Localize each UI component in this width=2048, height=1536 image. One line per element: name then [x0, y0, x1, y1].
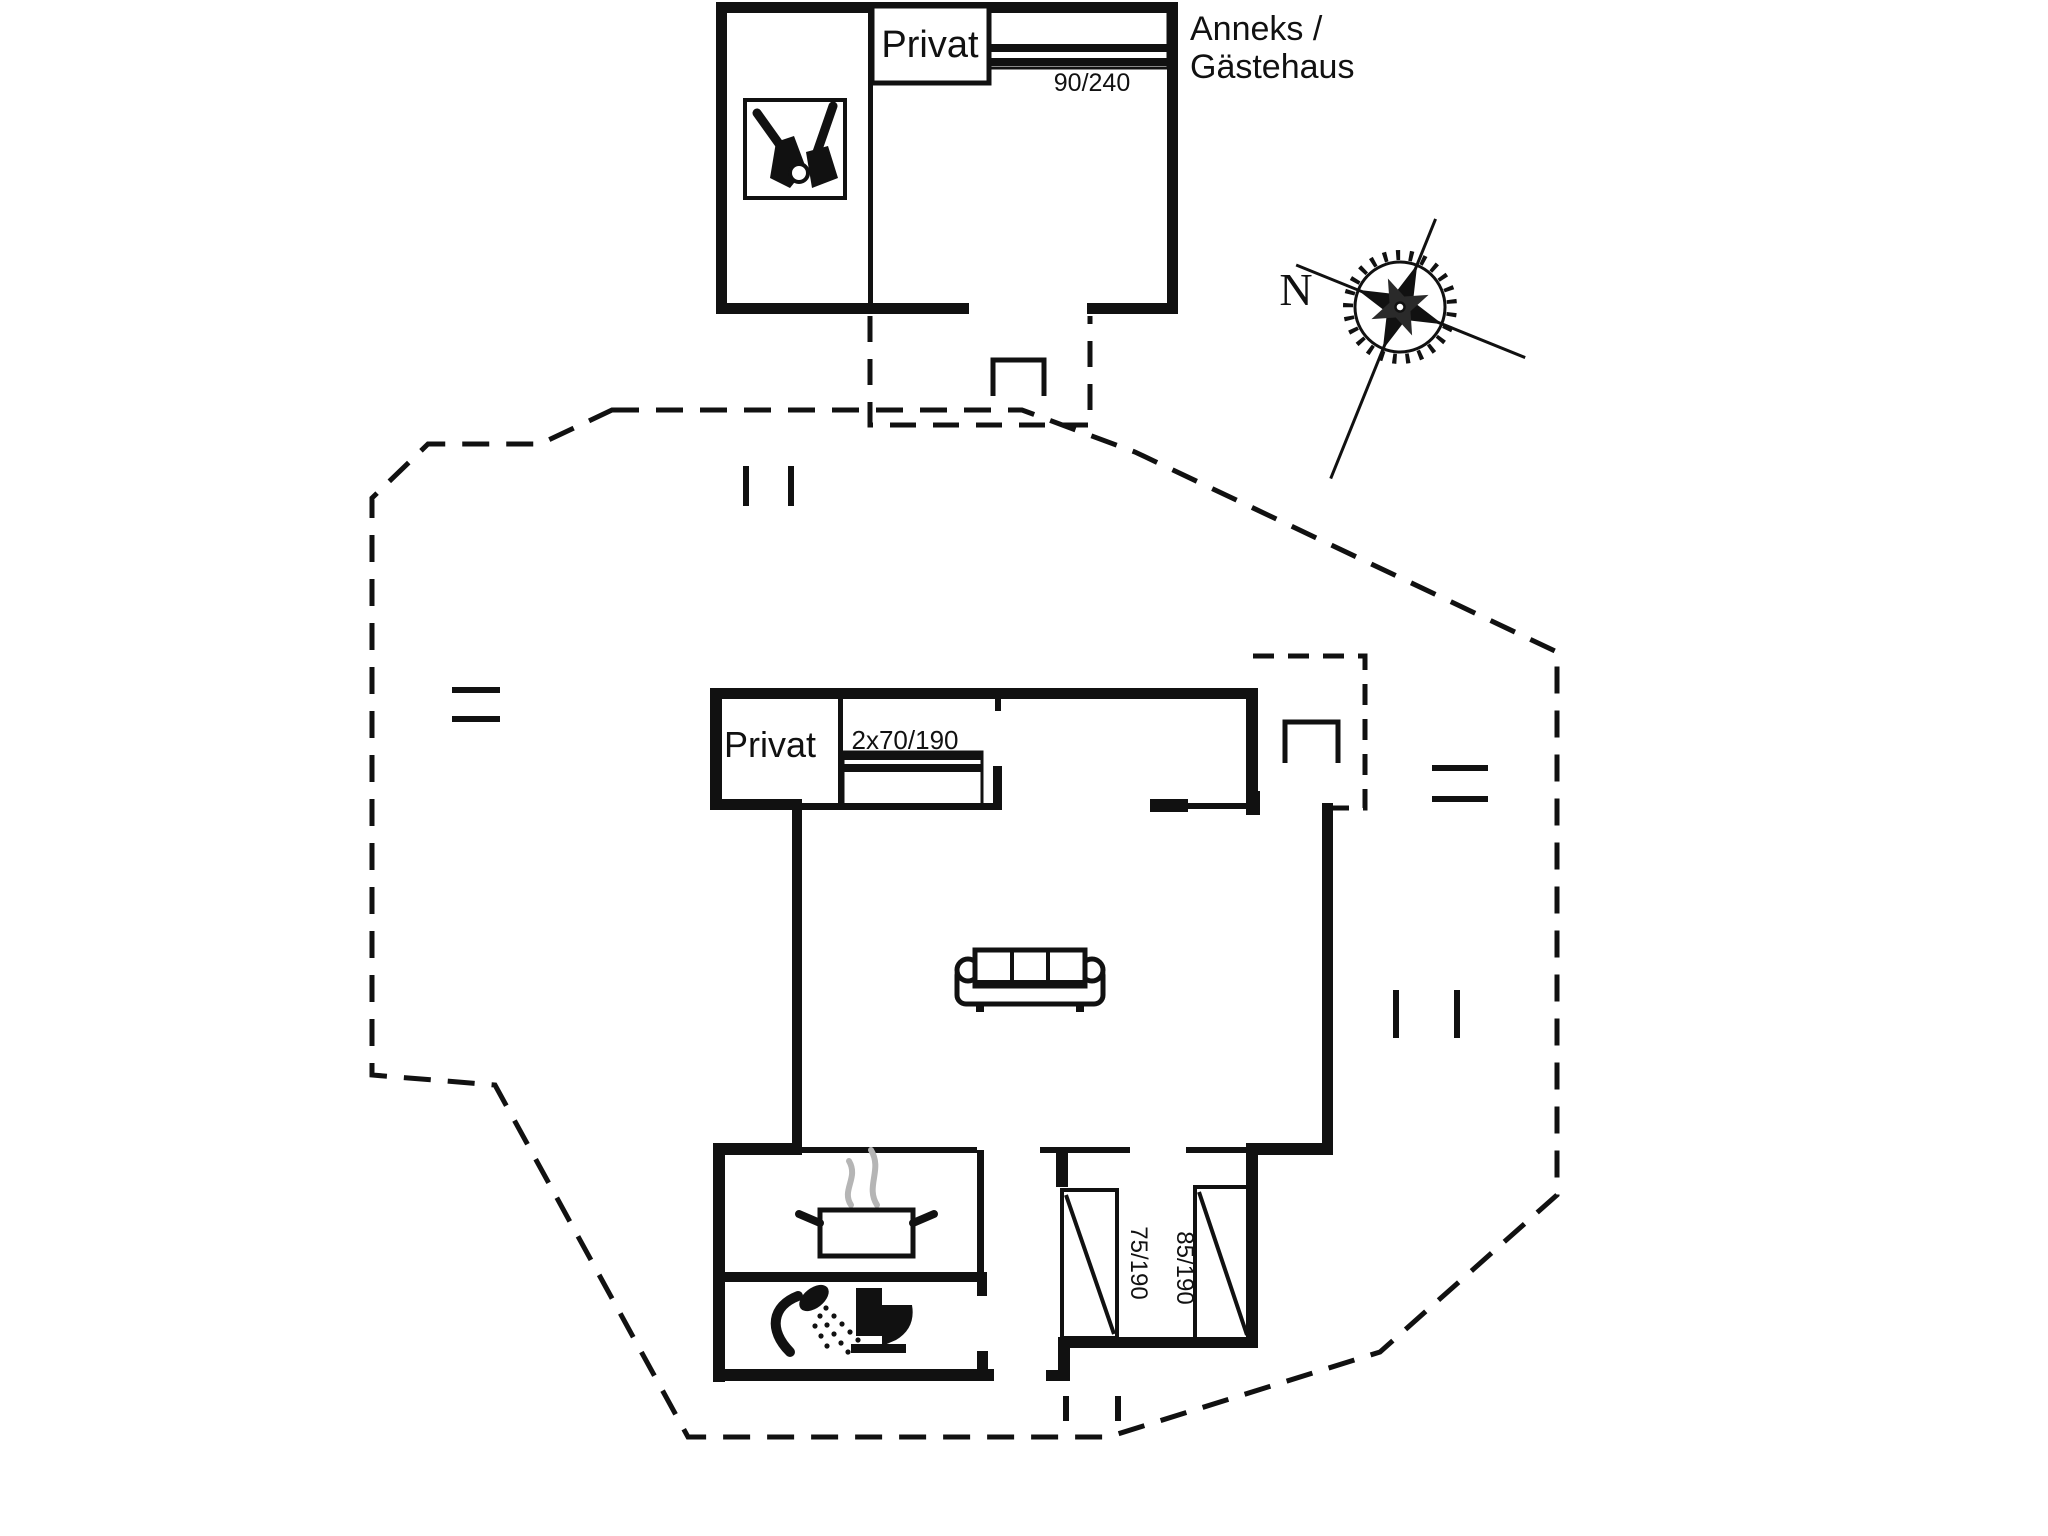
main-house: Privat 2x70/190 — [710, 653, 1368, 1382]
wall-bedroom-south — [1058, 1337, 1258, 1348]
sofa-icon — [954, 947, 1106, 1012]
annex-caption-line2: Gästehaus — [1190, 48, 1354, 86]
annex-wall-south-right — [1087, 303, 1178, 314]
wall-kitchen-north-thick — [713, 1143, 801, 1155]
shower-icon — [770, 1284, 869, 1357]
garden-tools-icon — [743, 98, 847, 200]
double-bed-size-label: 2x70/190 — [852, 725, 959, 755]
wall-bath-door-jamb-lower — [977, 1351, 988, 1381]
annex-caption: Anneks / Gästehaus — [1190, 10, 1354, 86]
annex-inner-wall — [868, 8, 873, 304]
boundary-opening-ticks — [452, 466, 1488, 1421]
single-bed-2-size-label: 85/190 — [1171, 1231, 1198, 1304]
single-bed-2: 85/190 — [1171, 1185, 1254, 1342]
wall-kitchen-north-b — [1040, 1147, 1130, 1153]
toilet-icon — [851, 1288, 913, 1353]
annex-building: Privat 90/240 Anneks / Gästehaus — [716, 2, 1354, 428]
steam-wisp-1 — [844, 1158, 856, 1208]
wall-kitchen-bath-divider — [715, 1272, 983, 1282]
steam-wisp-2 — [868, 1147, 880, 1208]
wall-northeast — [1246, 688, 1258, 803]
porch — [1253, 653, 1368, 811]
porch-step-icon — [1282, 719, 1341, 763]
wall-bedroom-north — [1186, 1147, 1254, 1153]
annex-wall-south-left — [716, 303, 969, 314]
wall-privat-south — [710, 799, 802, 810]
wall-north — [710, 688, 1258, 699]
wall-privat-divider — [838, 694, 843, 806]
annex-step-icon — [990, 357, 1047, 396]
wall-south-door-foot — [1046, 1370, 1070, 1381]
annex-caption-line1: Anneks / — [1190, 10, 1323, 48]
annex-terrace — [867, 316, 1093, 428]
annex-privat-room-label: Privat — [869, 3, 992, 86]
single-bed-1-size-label: 75/190 — [1125, 1226, 1152, 1299]
annex-wall-east — [1167, 2, 1178, 314]
compass-star-icon — [1295, 218, 1526, 480]
annex-bed: 90/240 — [986, 6, 1170, 97]
wall-bed-jamb — [993, 766, 1002, 810]
main-privat-text: Privat — [724, 724, 816, 765]
compass-rose: N — [1279, 218, 1526, 480]
wall-south-door-jamb — [1058, 1337, 1070, 1379]
wall-bedroom-west-jamb — [1056, 1149, 1068, 1187]
wall-east-step — [1246, 1143, 1333, 1155]
wall-bath-south — [713, 1369, 994, 1381]
wall-kitchen-north-a — [799, 1147, 977, 1153]
wall-living-east — [1322, 803, 1333, 1155]
wall-west-upper — [710, 688, 722, 810]
compass-north-text: N — [1279, 264, 1312, 315]
wall-window-sill — [1186, 803, 1254, 809]
wall-kitchen-hall — [977, 1150, 984, 1278]
annex-wall-west — [716, 2, 727, 314]
double-bed: 2x70/190 — [841, 725, 984, 809]
cooking-pot-icon — [795, 1147, 938, 1259]
single-bed-1: 75/190 — [1060, 1188, 1152, 1340]
main-house-walls — [710, 688, 1333, 1382]
wall-living-west — [792, 799, 802, 1155]
wall-kitchen-west — [713, 1143, 725, 1382]
annex-bed-size-label: 90/240 — [1054, 69, 1130, 97]
wall-north-door-tick — [995, 699, 1001, 711]
wall-bath-door-jamb-upper — [977, 1272, 987, 1296]
annex-privat-text: Privat — [881, 24, 979, 66]
wall-window-pier — [1150, 799, 1188, 812]
plot-boundary — [369, 407, 1560, 1440]
